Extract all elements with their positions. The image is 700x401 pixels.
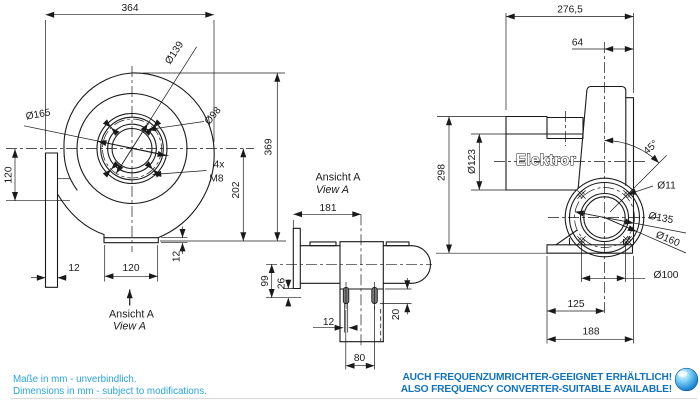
view-a: Ansicht A View A xyxy=(260,172,432,370)
svg-text:188: 188 xyxy=(583,327,600,338)
dim-12-plate: 12 xyxy=(31,263,80,281)
view-a-duct xyxy=(299,241,431,284)
dim-26: 26 xyxy=(277,278,300,307)
svg-text:12: 12 xyxy=(68,263,80,274)
dim-80: 80 xyxy=(345,306,375,370)
dim-dia100: Ø100 xyxy=(581,241,679,282)
rear-outlet-duct xyxy=(505,115,584,191)
svg-text:Ø160: Ø160 xyxy=(654,229,682,249)
svg-text:120: 120 xyxy=(4,166,15,183)
view-a-rounded-cap xyxy=(411,245,431,284)
svg-text:364: 364 xyxy=(122,3,139,14)
svg-text:202: 202 xyxy=(231,181,242,198)
view-a-mounting-slots xyxy=(342,282,378,333)
mounting-foot xyxy=(103,237,159,244)
dim-120-side: 120 xyxy=(4,149,70,202)
svg-text:20: 20 xyxy=(391,309,402,321)
view-a-flange-plate xyxy=(292,227,301,290)
inlet-flange-circles xyxy=(96,112,168,185)
dim-181: 181 xyxy=(292,203,361,230)
dim-12-foot: 12 xyxy=(161,226,188,263)
view-a-title-en: View A xyxy=(316,184,349,196)
svg-text:45°: 45° xyxy=(642,139,661,157)
svg-text:Ø11: Ø11 xyxy=(657,181,676,192)
svg-text:120: 120 xyxy=(123,263,140,274)
rear-view: Elektror 276,5 64 298 Ø123 xyxy=(436,5,687,344)
footer-promo-en: ALSO FREQUENCY CONVERTER-SUITABLE AVAILA… xyxy=(401,384,672,395)
view-a-title-de: Ansicht A xyxy=(315,172,361,184)
svg-text:Ø135: Ø135 xyxy=(648,211,675,227)
dim-188: 188 xyxy=(547,256,634,344)
view-ref-en: View A xyxy=(113,321,146,333)
leader-dia135: Ø135 xyxy=(574,210,687,234)
svg-text:99: 99 xyxy=(260,275,271,287)
blue-ball-icon xyxy=(674,367,699,392)
svg-text:125: 125 xyxy=(568,299,585,310)
svg-text:64: 64 xyxy=(572,38,584,49)
label-hole-count: 4x xyxy=(214,160,225,171)
label-inlet-dia: Ø98 xyxy=(203,105,224,127)
footer-note-de: Maße in mm - unverbindlich. xyxy=(13,374,137,385)
dim-202: 202 xyxy=(231,148,247,241)
terminal-box xyxy=(546,116,584,140)
leader-dia11: Ø11 xyxy=(627,181,676,195)
volute-outline xyxy=(63,72,215,239)
label-hole-thread: M8 xyxy=(209,174,223,185)
brand-logo: Elektror xyxy=(516,152,576,169)
footer-promo-de: AUCH FREQUENZUMRICHTER-GEEIGNET ERHÄLTLI… xyxy=(402,370,672,383)
rear-casing xyxy=(577,85,635,246)
diameter-leaders-front xyxy=(23,46,207,177)
svg-text:369: 369 xyxy=(264,138,275,155)
dim-298: 298 xyxy=(436,116,547,254)
leader-dia160: Ø160 xyxy=(604,217,687,254)
svg-text:181: 181 xyxy=(320,203,337,214)
dim-dia123: Ø123 xyxy=(467,133,506,191)
dim-276-5: 276,5 xyxy=(505,5,634,110)
dim-99: 99 xyxy=(260,264,301,299)
outlet-flange-plate xyxy=(44,152,70,288)
svg-text:26: 26 xyxy=(277,278,288,290)
scroll-inner-circle xyxy=(76,92,188,205)
svg-text:12: 12 xyxy=(172,251,183,263)
label-flange-od: Ø165 xyxy=(25,107,52,122)
rear-flange-circles xyxy=(564,177,645,258)
dim-369: 369 xyxy=(143,72,286,242)
svg-text:276,5: 276,5 xyxy=(557,5,583,16)
label-bolt-circle: Ø139 xyxy=(163,39,186,66)
dim-20: 20 xyxy=(380,278,412,320)
svg-text:12: 12 xyxy=(323,317,335,328)
svg-text:298: 298 xyxy=(437,164,448,181)
dim-64: 64 xyxy=(572,38,634,52)
svg-text:Ø100: Ø100 xyxy=(654,270,679,281)
view-ref-de: Ansicht A xyxy=(109,309,155,321)
view-a-reference: Ansicht A View A xyxy=(109,289,155,333)
dim-125: 125 xyxy=(546,256,605,344)
svg-text:Ø123: Ø123 xyxy=(467,149,478,174)
dim-12-slot: 12 xyxy=(313,317,358,331)
front-view: Ø165 Ø139 Ø98 4x M8 364 369 202 120 xyxy=(4,3,286,333)
footer: Maße in mm - unverbindlich. Dimensions i… xyxy=(10,367,699,400)
svg-text:80: 80 xyxy=(354,353,366,364)
dim-364: 364 xyxy=(45,3,215,150)
footer-note-en: Dimensions in mm - subject to modificati… xyxy=(13,386,207,397)
m8-hole-markers xyxy=(102,119,162,178)
dim-120-foot: 120 xyxy=(104,245,159,282)
